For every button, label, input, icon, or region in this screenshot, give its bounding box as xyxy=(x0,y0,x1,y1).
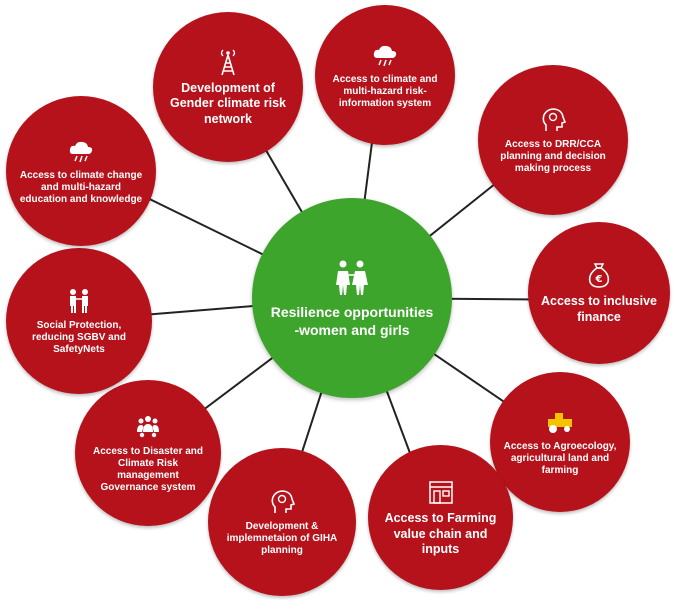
node-label: Access to climate change and multi-hazar… xyxy=(19,170,143,205)
svg-text:€: € xyxy=(595,274,603,285)
head-gear-icon xyxy=(542,108,567,131)
family-icon xyxy=(336,260,368,295)
node-label: Access to Agroecology, agricultural land… xyxy=(503,441,617,476)
head-gear-icon xyxy=(271,490,296,513)
node-finance: € Access to inclusive finance xyxy=(528,222,670,364)
node-gender-network: Development of Gender climate risk netwo… xyxy=(153,12,303,162)
node-label: Access to inclusive finance xyxy=(540,294,658,324)
node-label: Development of Gender climate risk netwo… xyxy=(169,80,287,126)
tower-icon xyxy=(220,49,236,75)
tractor-icon xyxy=(548,413,572,433)
node-value-chain: Access to Farming value chain and inputs xyxy=(368,445,513,590)
node-giha: Development & implemnetaion of GIHA plan… xyxy=(208,448,356,596)
protection-icon xyxy=(70,289,88,313)
center-node: Resilience opportunities -women and girl… xyxy=(252,198,452,398)
node-climate-info: Access to climate and multi-hazard risk-… xyxy=(315,5,455,145)
node-label: Access to Disaster and Climate Risk mana… xyxy=(92,446,204,493)
market-icon xyxy=(428,481,453,504)
center-label: Resilience opportunities -women and girl… xyxy=(270,303,434,338)
node-drr-cca: Access to DRR/CCA planning and decision … xyxy=(478,65,628,215)
node-label: Development & implemnetaion of GIHA plan… xyxy=(226,521,338,556)
money-bag-icon: € xyxy=(588,263,610,289)
node-social-protection: Social Protection, reducing SGBV and Saf… xyxy=(6,248,152,394)
node-agroecology: Access to Agroecology, agricultural land… xyxy=(490,372,630,512)
node-governance: Access to Disaster and Climate Risk mana… xyxy=(75,380,221,526)
storm-cloud-icon xyxy=(373,45,397,67)
people-group-icon xyxy=(137,416,159,438)
node-education: Access to climate change and multi-hazar… xyxy=(6,96,156,246)
node-label: Access to Farming value chain and inputs xyxy=(384,511,497,557)
storm-cloud-icon xyxy=(69,141,93,163)
node-label: Social Protection, reducing SGBV and Saf… xyxy=(32,320,126,355)
node-label: Access to climate and multi-hazard risk-… xyxy=(332,74,438,109)
node-label: Access to DRR/CCA planning and decision … xyxy=(500,139,606,174)
